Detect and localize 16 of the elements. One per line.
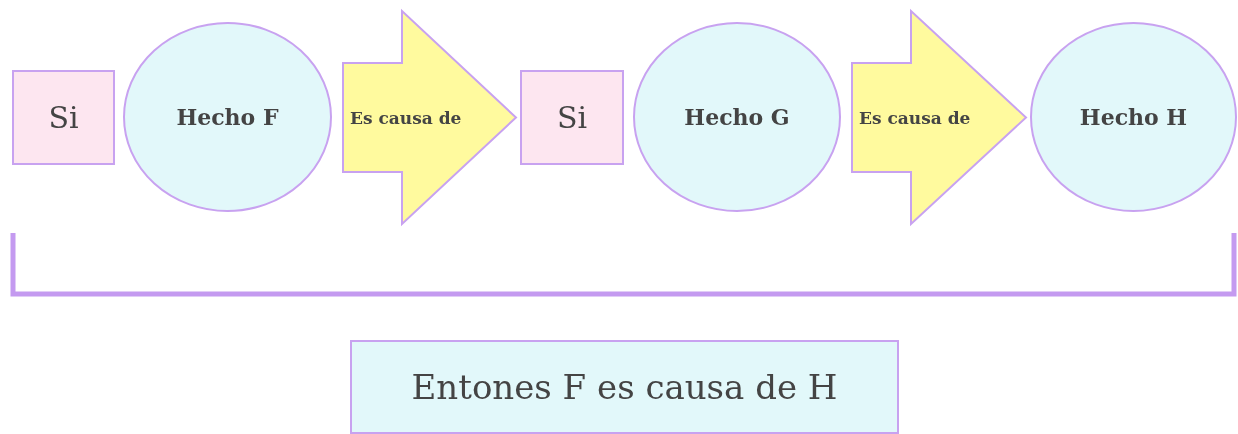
event-circle xyxy=(123,22,332,212)
node-text: Si xyxy=(556,100,588,135)
condition-box xyxy=(12,70,115,165)
event-circle xyxy=(1030,22,1237,212)
arrow-shape xyxy=(342,10,517,225)
node-text: Hecho G xyxy=(684,104,790,130)
conclusion-box xyxy=(350,340,899,434)
arrow-shape xyxy=(851,10,1027,225)
node-text: Hecho H xyxy=(1079,104,1188,130)
node-text: Hecho F xyxy=(176,104,279,130)
node-text: Entones F es causa de H xyxy=(411,367,838,407)
condition-box xyxy=(520,70,624,165)
node-text: Es causa de xyxy=(350,107,462,128)
node-text: Es causa de xyxy=(859,107,971,128)
node-text: Si xyxy=(48,100,79,135)
event-circle xyxy=(633,22,841,212)
